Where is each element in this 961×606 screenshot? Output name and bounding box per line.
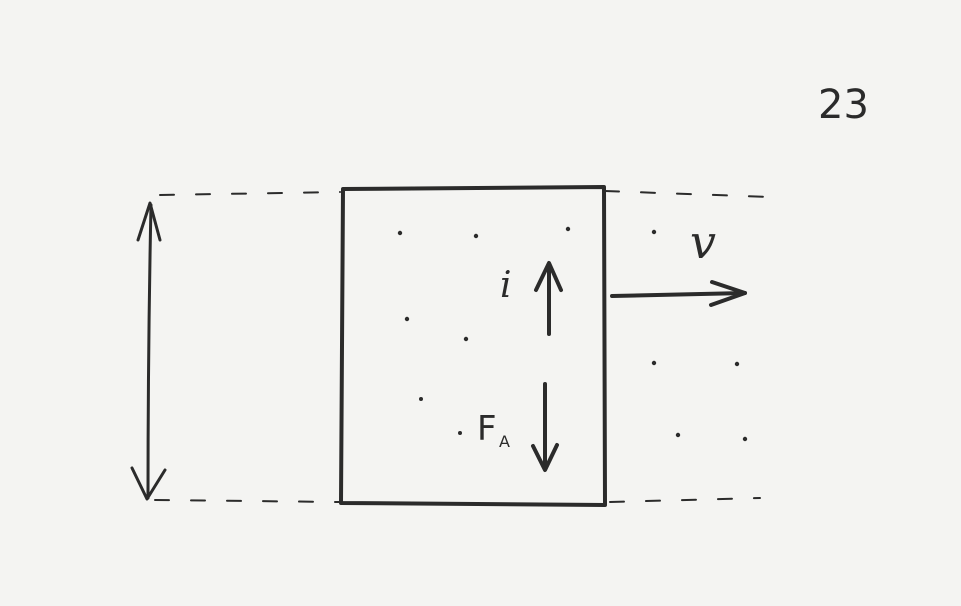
velocity-label: v xyxy=(690,215,716,269)
field-dot xyxy=(404,316,410,322)
field-dot xyxy=(397,230,403,236)
field-dot xyxy=(651,229,657,235)
field-dot xyxy=(463,336,469,342)
field-dots xyxy=(397,226,748,442)
field-boundary-top-right xyxy=(604,190,771,198)
force-arrow-head xyxy=(531,443,559,472)
field-dot xyxy=(651,360,657,366)
force-label: F xyxy=(477,409,497,449)
field-boundary-bottom-right xyxy=(609,497,761,503)
field-dot xyxy=(458,431,462,435)
field-dot xyxy=(565,226,571,232)
field-dot xyxy=(473,233,479,239)
field-dot xyxy=(742,436,748,442)
current-label: i xyxy=(500,265,512,306)
field-dot xyxy=(734,361,740,367)
field-dot xyxy=(675,432,681,438)
field-dot xyxy=(419,397,423,401)
conducting-loop xyxy=(339,185,607,507)
velocity-arrow-head xyxy=(709,280,747,307)
width-arrow-head-bottom xyxy=(130,466,167,501)
width-arrow-head-top xyxy=(136,201,162,242)
figure-number: 23 xyxy=(818,82,869,128)
current-arrow-head xyxy=(534,261,563,292)
width-arrow-shaft xyxy=(146,203,153,500)
field-boundary-bottom-left xyxy=(154,499,341,503)
force-label-subscript: A xyxy=(499,432,510,451)
field-boundary-top-left xyxy=(159,191,341,196)
velocity-arrow-shaft xyxy=(610,291,747,298)
